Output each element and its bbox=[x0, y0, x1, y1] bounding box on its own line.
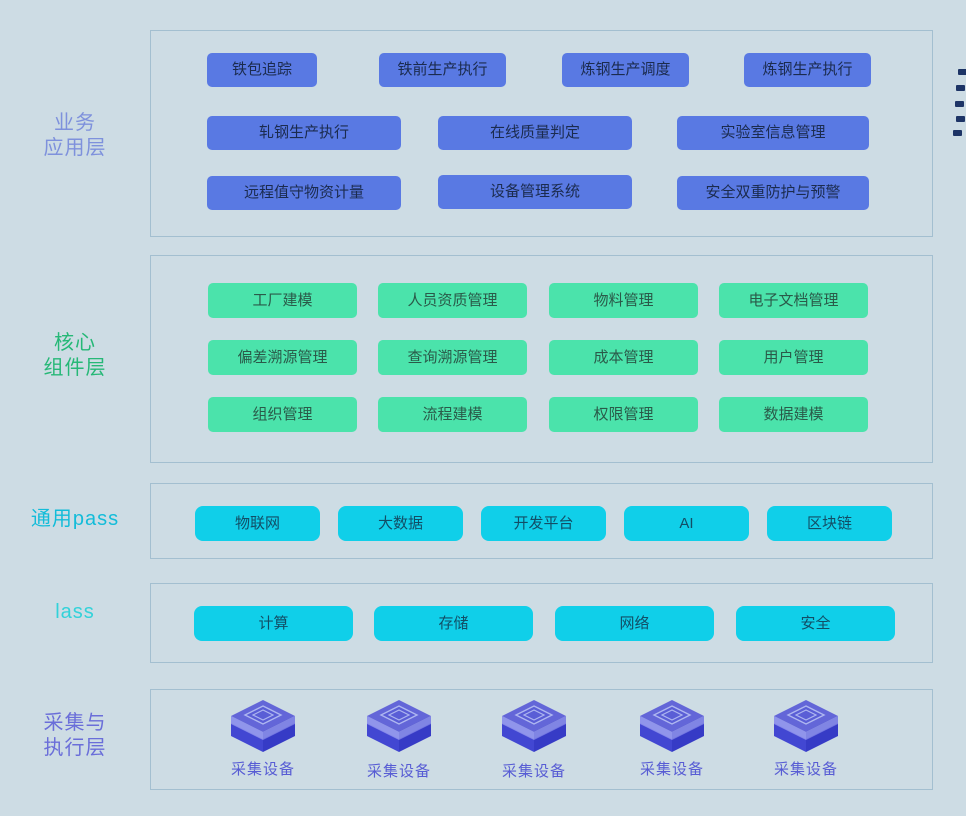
node-ladle-tracking[interactable]: 铁包追踪 bbox=[207, 53, 317, 87]
layer-label-core-line2: 组件层 bbox=[43, 357, 107, 379]
panel-core-layer bbox=[150, 255, 933, 463]
panel-device-layer bbox=[150, 689, 933, 790]
node-material-management[interactable]: 物料管理 bbox=[549, 283, 698, 318]
node-rolling-mes[interactable]: 轧钢生产执行 bbox=[207, 116, 401, 150]
layer-label-iaas: lass bbox=[55, 601, 95, 623]
panel-paas-layer bbox=[150, 483, 933, 559]
node-steelmaking-scheduling[interactable]: 炼钢生产调度 bbox=[562, 53, 689, 87]
panel-business-layer bbox=[150, 30, 933, 237]
edge-mark-icon bbox=[956, 85, 965, 91]
node-ai[interactable]: AI bbox=[624, 506, 749, 541]
node-user-management[interactable]: 用户管理 bbox=[719, 340, 868, 375]
node-compute[interactable]: 计算 bbox=[194, 606, 353, 641]
collection-device-cube-icon bbox=[500, 698, 568, 754]
layer-label-core-line1: 核心 bbox=[54, 332, 96, 354]
edge-mark-icon bbox=[953, 130, 962, 136]
collection-device-label: 采集设备 bbox=[366, 763, 431, 780]
layer-label-device: 采集与 执行层 bbox=[0, 711, 150, 761]
layer-label-core: 核心 组件层 bbox=[0, 331, 150, 381]
node-query-trace-management[interactable]: 查询溯源管理 bbox=[378, 340, 527, 375]
node-blockchain[interactable]: 区块链 bbox=[767, 506, 892, 541]
node-lab-information-management[interactable]: 实验室信息管理 bbox=[677, 116, 869, 150]
layer-label-business: 业务 应用层 bbox=[0, 111, 150, 161]
node-deviation-trace-management[interactable]: 偏差溯源管理 bbox=[208, 340, 357, 375]
collection-device-label: 采集设备 bbox=[639, 761, 704, 778]
node-remote-material-metering[interactable]: 远程值守物资计量 bbox=[207, 176, 401, 210]
node-iot[interactable]: 物联网 bbox=[195, 506, 320, 541]
node-edocument-management[interactable]: 电子文档管理 bbox=[719, 283, 868, 318]
node-process-modeling[interactable]: 流程建模 bbox=[378, 397, 527, 432]
collection-device-cube-icon bbox=[229, 698, 297, 754]
node-data-modeling[interactable]: 数据建模 bbox=[719, 397, 868, 432]
node-permission-management[interactable]: 权限管理 bbox=[549, 397, 698, 432]
node-network[interactable]: 网络 bbox=[555, 606, 714, 641]
node-personnel-qualification[interactable]: 人员资质管理 bbox=[378, 283, 527, 318]
layer-label-paas: 通用pass bbox=[30, 508, 120, 530]
layer-label-device-line1: 采集与 bbox=[43, 712, 107, 734]
node-steelmaking-mes[interactable]: 炼钢生产执行 bbox=[744, 53, 871, 87]
edge-mark-icon bbox=[956, 116, 965, 122]
node-security[interactable]: 安全 bbox=[736, 606, 895, 641]
node-equipment-management-system[interactable]: 设备管理系统 bbox=[438, 175, 632, 209]
collection-device-cube-icon bbox=[638, 698, 706, 754]
node-cost-management[interactable]: 成本管理 bbox=[549, 340, 698, 375]
collection-device-cube-icon bbox=[365, 698, 433, 754]
node-dev-platform[interactable]: 开发平台 bbox=[481, 506, 606, 541]
edge-mark-icon bbox=[955, 101, 964, 107]
node-storage[interactable]: 存储 bbox=[374, 606, 533, 641]
collection-device-label: 采集设备 bbox=[773, 761, 838, 778]
layer-label-business-line2: 应用层 bbox=[43, 137, 107, 159]
panel-iaas-layer bbox=[150, 583, 933, 663]
layer-label-device-line2: 执行层 bbox=[43, 737, 107, 759]
node-ironmaking-mes[interactable]: 铁前生产执行 bbox=[379, 53, 506, 87]
node-big-data[interactable]: 大数据 bbox=[338, 506, 463, 541]
collection-device-label: 采集设备 bbox=[501, 763, 566, 780]
node-organization-management[interactable]: 组织管理 bbox=[208, 397, 357, 432]
node-safety-dual-prevention-warning[interactable]: 安全双重防护与预警 bbox=[677, 176, 869, 210]
collection-device-label: 采集设备 bbox=[230, 761, 295, 778]
collection-device-cube-icon bbox=[772, 698, 840, 754]
layer-label-business-line1: 业务 bbox=[54, 112, 96, 134]
edge-mark-icon bbox=[958, 69, 966, 75]
node-online-quality-judgement[interactable]: 在线质量判定 bbox=[438, 116, 632, 150]
node-factory-modeling[interactable]: 工厂建模 bbox=[208, 283, 357, 318]
